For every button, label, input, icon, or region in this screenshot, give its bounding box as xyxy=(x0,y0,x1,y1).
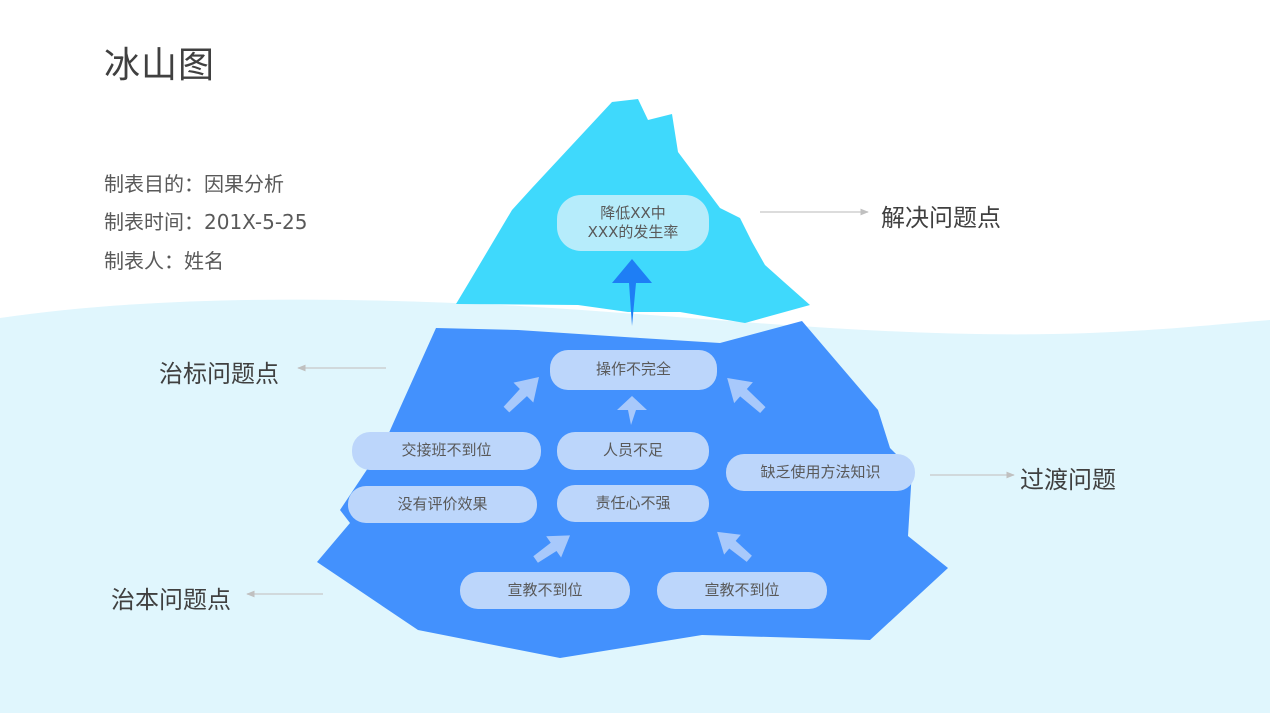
arrow-left-upper xyxy=(503,377,539,413)
arrow-right-lower xyxy=(717,531,752,562)
arrow-up-center xyxy=(617,396,647,425)
label-surface-point: 治标问题点 xyxy=(159,360,279,388)
label-transition-point: 过渡问题 xyxy=(1020,466,1116,494)
meta-purpose: 制表目的：因果分析 xyxy=(104,172,284,196)
node-goal-line1: 降低XX中 xyxy=(600,203,666,222)
label-solve-point: 解决问题点 xyxy=(881,204,1001,232)
node-resp-weak: 责任心不强 xyxy=(557,485,709,522)
node-handover: 交接班不到位 xyxy=(352,432,541,470)
node-goal-line2: XXX的发生率 xyxy=(587,223,679,241)
node-op-incomplete: 操作不完全 xyxy=(550,350,717,390)
arrow-left-lower xyxy=(533,535,571,563)
node-edu-1: 宣教不到位 xyxy=(460,572,630,609)
node-staff-short: 人员不足 xyxy=(557,432,709,470)
up-arrow-main xyxy=(612,259,652,326)
label-root-point: 治本问题点 xyxy=(111,586,231,614)
meta-time: 制表时间：201X-5-25 xyxy=(104,210,308,234)
node-no-eval: 没有评价效果 xyxy=(348,486,537,523)
arrow-right-upper xyxy=(727,377,766,414)
node-edu-2: 宣教不到位 xyxy=(657,572,827,609)
node-lack-knowledge: 缺乏使用方法知识 xyxy=(726,454,915,491)
node-goal: 降低XX中 XXX的发生率 xyxy=(557,195,709,251)
page-title: 冰山图 xyxy=(104,45,216,86)
meta-author: 制表人：姓名 xyxy=(104,249,224,273)
